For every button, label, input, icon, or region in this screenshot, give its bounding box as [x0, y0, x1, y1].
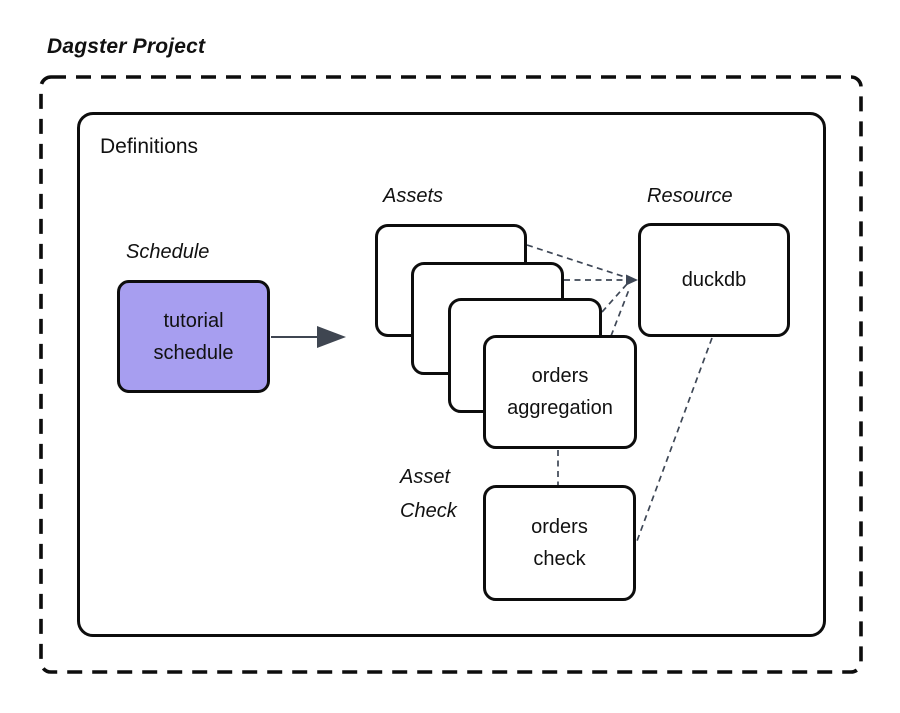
orders-check-line2: check	[533, 548, 586, 570]
node-tutorial-schedule: tutorial schedule	[117, 280, 270, 393]
orders-check-line1: orders	[531, 516, 588, 538]
orders-aggregation-line1: orders	[531, 365, 589, 387]
node-orders-check: orders check	[483, 485, 636, 601]
node-orders-aggregation: orders aggregation	[483, 335, 637, 449]
definitions-label: Definitions	[100, 135, 199, 158]
schedule-section-label: Schedule	[126, 241, 210, 263]
diagram-title: Dagster Project	[47, 35, 206, 58]
duckdb-label: duckdb	[681, 269, 747, 291]
asset-check-label-line2: Check	[400, 500, 457, 522]
assets-section-label: Assets	[383, 185, 444, 207]
tutorial-schedule-line1: tutorial	[163, 309, 224, 332]
orders-aggregation-line2: aggregation	[507, 397, 613, 419]
tutorial-schedule-line2: schedule	[153, 341, 234, 364]
resource-section-label: Resource	[647, 185, 733, 207]
asset-check-label-line1: Asset	[400, 466, 451, 488]
asset-check-section-label: Asset Check	[400, 460, 490, 528]
node-duckdb: duckdb	[638, 223, 790, 337]
